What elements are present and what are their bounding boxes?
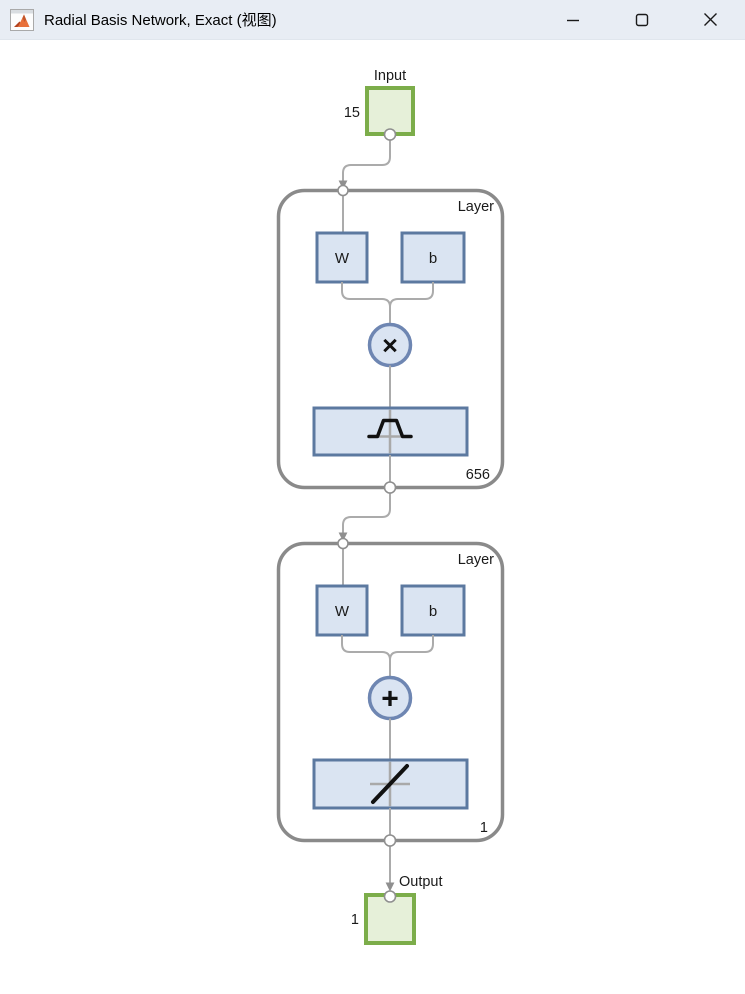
layer1-label: Layer bbox=[458, 199, 494, 215]
window-controls bbox=[538, 0, 745, 39]
close-button[interactable] bbox=[676, 0, 745, 39]
matlab-icon bbox=[10, 8, 34, 31]
close-icon bbox=[704, 13, 717, 26]
layer2-neuron-count: 1 bbox=[480, 820, 488, 836]
window-title: Radial Basis Network, Exact (视图) bbox=[44, 12, 277, 29]
layer1-bias-label: b bbox=[429, 250, 437, 267]
maximize-button[interactable] bbox=[607, 0, 676, 39]
output-label: Output bbox=[399, 874, 443, 890]
maximize-icon bbox=[635, 13, 648, 26]
multiply-symbol: × bbox=[382, 331, 398, 361]
layer2-weight-label: W bbox=[335, 603, 350, 620]
input-label: Input bbox=[374, 68, 406, 84]
network-diagram: Layer W b × 656 Layer bbox=[276, 68, 505, 945]
layer2-label: Layer bbox=[458, 552, 494, 568]
connection-input-to-layer1 bbox=[342, 140, 391, 184]
layer2-input-port bbox=[337, 537, 349, 550]
layer1-weight-label: W bbox=[335, 250, 350, 267]
layer2-bias-label: b bbox=[429, 603, 437, 620]
minimize-icon bbox=[566, 19, 579, 21]
layer2-bias-merge-line bbox=[389, 635, 434, 661]
layer1-neuron-count: 656 bbox=[466, 467, 490, 483]
layer1-weight-box bbox=[315, 231, 369, 284]
layer1-input-port bbox=[337, 184, 349, 197]
purelin-icon bbox=[371, 764, 409, 804]
titlebar[interactable]: Radial Basis Network, Exact (视图) bbox=[0, 0, 745, 40]
sum-symbol: + bbox=[381, 683, 399, 716]
arrowhead-into-layer2 bbox=[338, 532, 348, 542]
arrowhead-into-output bbox=[385, 882, 395, 892]
network-diagram-canvas: Layer W b × 656 Layer bbox=[0, 40, 745, 994]
layer1-output-port bbox=[383, 481, 397, 494]
layer1-bias-merge-line bbox=[389, 282, 434, 308]
output-dimension: 1 bbox=[351, 912, 359, 928]
input-box bbox=[365, 86, 415, 136]
minimize-button[interactable] bbox=[538, 0, 607, 39]
connection-layer1-to-layer2 bbox=[342, 493, 391, 536]
input-output-port bbox=[383, 128, 397, 141]
layer2-output-port bbox=[383, 834, 397, 847]
matlab-app-icon bbox=[9, 8, 35, 32]
layer2-bias-box bbox=[400, 584, 466, 637]
radbas-icon bbox=[367, 418, 413, 439]
input-dimension: 15 bbox=[344, 105, 360, 121]
output-input-port bbox=[383, 890, 397, 903]
